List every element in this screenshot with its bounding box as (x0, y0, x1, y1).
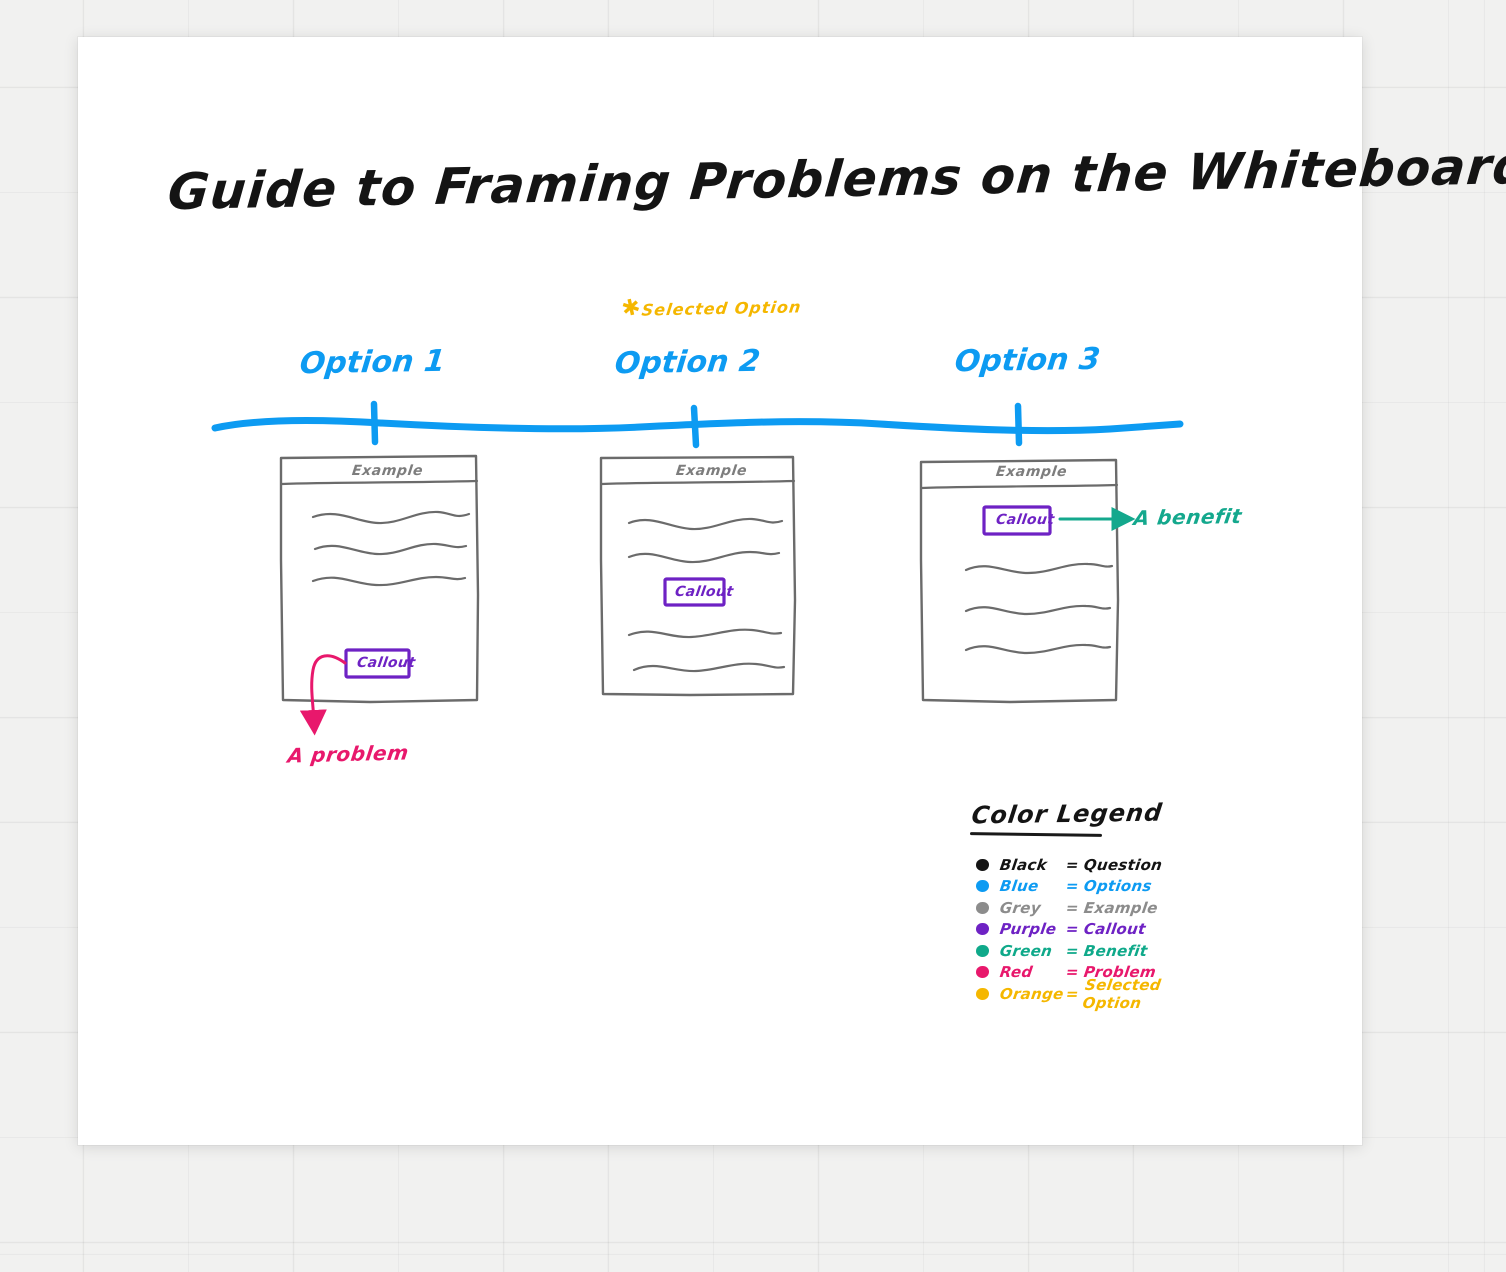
color-legend-title: Color Legend (970, 798, 1165, 830)
legend-color-name: Green (998, 941, 1054, 960)
legend-row: Orange=Selected Option (976, 976, 1206, 1012)
benefit-annotation: A benefit (1132, 504, 1244, 530)
selected-option-note: Selected Option (640, 297, 803, 320)
legend-color-dot-icon (976, 944, 989, 957)
option-3-label[interactable]: Option 3 (953, 341, 1102, 380)
problem-annotation: A problem (286, 740, 411, 768)
legend-row: Blue=Options (976, 876, 1206, 898)
legend-color-dot-icon (976, 923, 989, 936)
legend-color-dot-icon (976, 858, 989, 871)
legend-color-meaning: Callout (1082, 920, 1147, 939)
callout-label-card-2[interactable]: Callout (673, 584, 735, 600)
example-card-2-title: Example (675, 463, 749, 479)
legend-color-dot-icon (976, 880, 989, 893)
legend-color-name: Blue (998, 877, 1040, 896)
legend-color-dot-icon (976, 901, 989, 914)
legend-color-meaning: Selected Option (1081, 975, 1163, 1012)
callout-label-card-3[interactable]: Callout (994, 512, 1056, 528)
legend-row: Black=Question (976, 854, 1206, 876)
legend-color-meaning: Question (1082, 855, 1164, 874)
callout-label-card-1[interactable]: Callout (355, 655, 417, 671)
legend-color-name: Orange (998, 984, 1065, 1003)
legend-row: Grey=Example (976, 897, 1206, 919)
option-1-label[interactable]: Option 1 (298, 343, 447, 382)
legend-color-dot-icon (976, 966, 989, 979)
legend-color-meaning: Options (1082, 877, 1154, 896)
legend-color-name: Red (998, 963, 1034, 982)
legend-row: Red=Problem (976, 962, 1206, 984)
option-2-label[interactable]: Option 2 (613, 343, 762, 382)
legend-color-name: Purple (998, 920, 1058, 939)
legend-color-name: Black (998, 855, 1049, 874)
legend-row: Purple=Callout (976, 919, 1206, 941)
legend-color-dot-icon (976, 987, 989, 1000)
example-card-1-title: Example (351, 463, 425, 479)
legend-color-name: Grey (998, 898, 1043, 917)
legend-color-meaning: Benefit (1082, 941, 1149, 960)
legend-row: Green=Benefit (976, 940, 1206, 962)
example-card-3-title: Example (995, 464, 1069, 480)
legend-color-meaning: Example (1082, 898, 1160, 917)
